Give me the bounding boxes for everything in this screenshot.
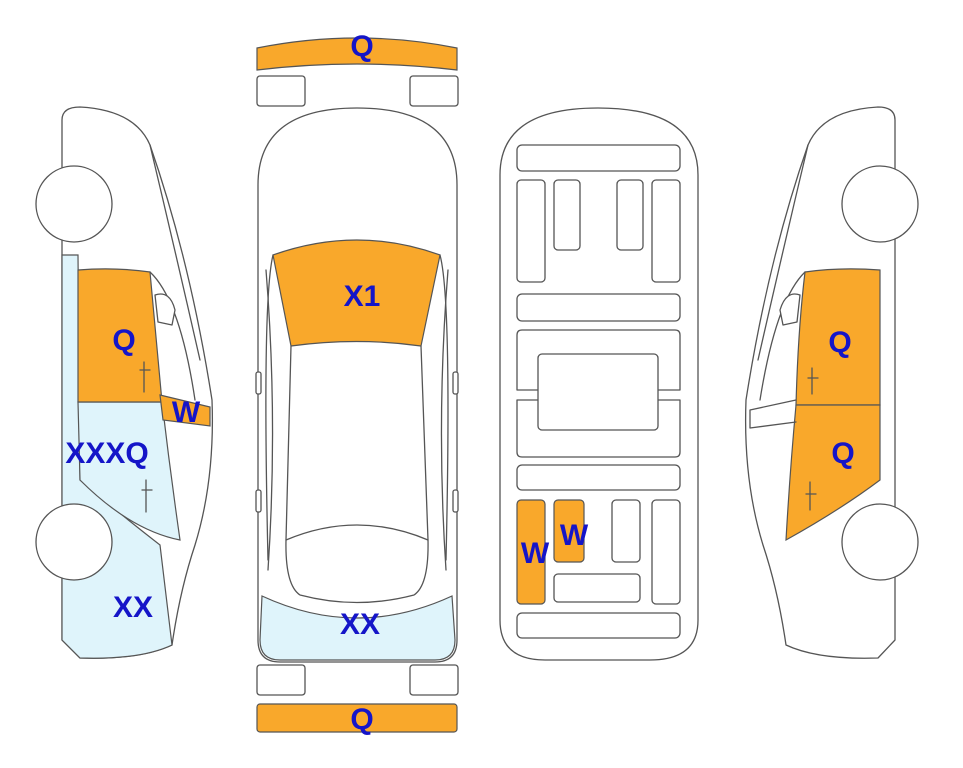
- top-rear-label: XX: [340, 608, 380, 641]
- top-roof-outline: [285, 345, 429, 541]
- left-front-door[interactable]: [77, 268, 163, 403]
- underbody-left-rail[interactable]: [516, 499, 546, 605]
- left-vent-window: [154, 293, 176, 326]
- right-front-door-label: Q: [828, 326, 851, 359]
- top-rear-window: [285, 539, 429, 604]
- left-rear-quarter-label: XX: [113, 591, 153, 624]
- underbody-front-left-rail: [516, 179, 546, 283]
- right-door-handle-front: [807, 367, 819, 395]
- right-front-wheel: [841, 165, 919, 243]
- right-vent-window: [779, 293, 801, 326]
- left-front-door-label: Q: [112, 324, 135, 357]
- rear-left-lamp: [256, 664, 306, 696]
- underbody-front-right-inner: [616, 179, 644, 251]
- top-right-mirror: [452, 371, 459, 395]
- top-left-side-line: [265, 269, 274, 571]
- underbody-center-panel[interactable]: [553, 499, 585, 563]
- top-rear-bumper-area[interactable]: [259, 595, 456, 661]
- right-window-line: [759, 271, 806, 401]
- underbody-rear-right-rail: [651, 499, 681, 605]
- front-bumper-panel[interactable]: [256, 37, 458, 71]
- top-right-handle: [452, 489, 459, 513]
- underbody-front-left-inner: [553, 179, 581, 251]
- rear-bumper-panel[interactable]: [256, 703, 458, 733]
- right-side-view: Q Q: [744, 106, 919, 659]
- rear-bumper-label: Q: [350, 703, 373, 736]
- front-left-lamp: [256, 75, 306, 107]
- left-window-line: [149, 271, 196, 401]
- underbody-left-rail-label: W: [521, 537, 550, 570]
- top-left-handle: [255, 489, 262, 513]
- underbody-center-panel-main: [537, 353, 659, 431]
- front-bumper-label: Q: [350, 30, 373, 63]
- right-rear-wheel: [841, 503, 919, 581]
- right-rear-door-label: Q: [831, 437, 854, 470]
- left-door-handle-rear: [141, 479, 153, 513]
- top-right-side-line: [440, 269, 449, 571]
- right-front-door[interactable]: [795, 268, 881, 406]
- underbody-front-floor: [516, 293, 681, 322]
- front-bumper-view: Q: [256, 30, 459, 107]
- underbody-front-right-rail: [651, 179, 681, 283]
- top-view: X1 XX: [255, 107, 459, 663]
- rear-right-lamp: [409, 664, 459, 696]
- underbody-view: W W: [499, 107, 699, 661]
- underbody-rear-crossmember: [516, 464, 681, 491]
- top-left-mirror: [255, 371, 262, 395]
- underbody-rear-right-inner: [611, 499, 641, 563]
- left-side-view: Q W XXXQ XX: [35, 106, 214, 659]
- left-rocker-label: XXXQ: [65, 437, 148, 470]
- underbody-front-crossmember: [516, 144, 681, 172]
- left-rear-door[interactable]: [77, 401, 181, 541]
- left-rear-wheel: [35, 503, 113, 581]
- left-mirror[interactable]: [159, 394, 211, 427]
- top-right-a-pillar: [439, 254, 449, 561]
- top-windshield-label: X1: [344, 280, 381, 313]
- top-body-outline: [257, 107, 458, 663]
- underbody-rear-bar: [516, 612, 681, 639]
- left-front-wheel: [35, 165, 113, 243]
- underbody-rear-floor: [553, 573, 641, 603]
- left-a-pillar: [149, 144, 201, 361]
- right-a-pillar: [757, 144, 809, 361]
- left-door-handle-front: [139, 361, 151, 393]
- underbody-center-label: W: [560, 519, 589, 552]
- front-right-lamp: [409, 75, 459, 107]
- left-mirror-label: W: [172, 396, 201, 429]
- right-door-handle-rear: [805, 481, 817, 511]
- top-left-a-pillar: [265, 254, 274, 561]
- right-mirror-line: [749, 399, 797, 429]
- rear-bumper-view: Q: [256, 664, 459, 736]
